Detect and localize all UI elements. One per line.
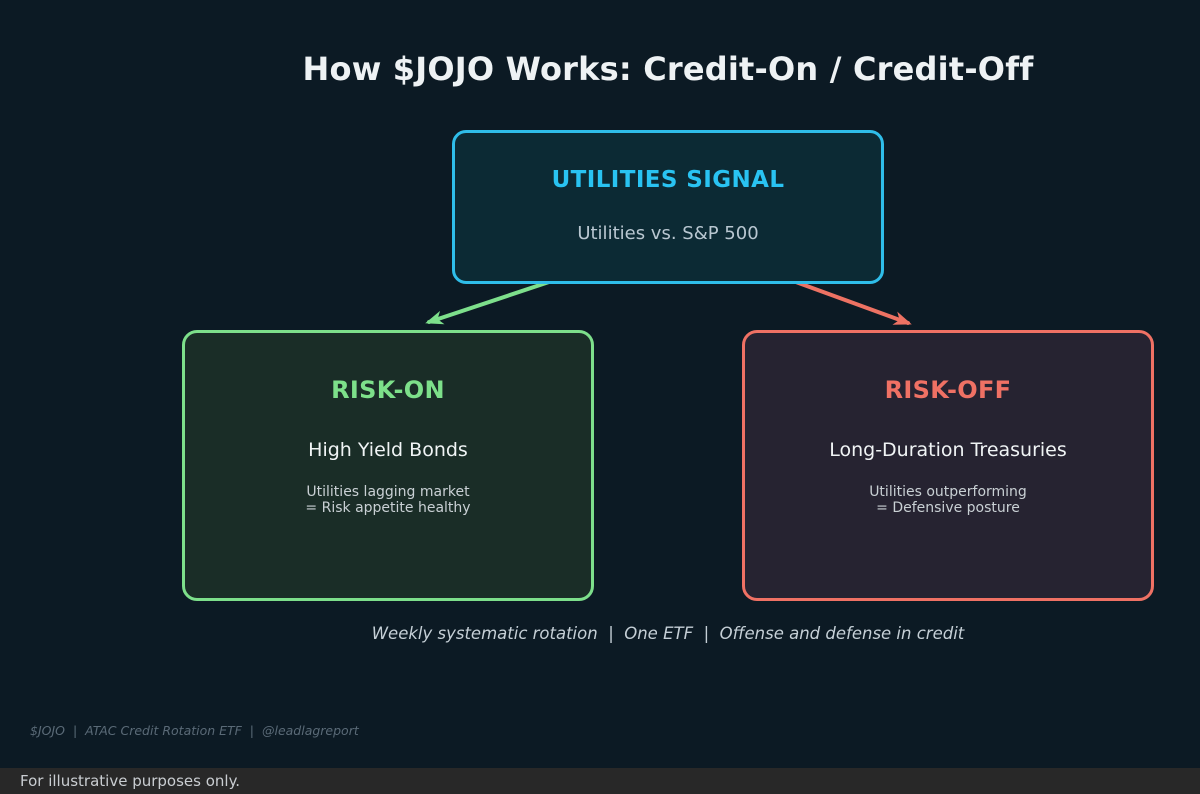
risk-on-heading: RISK-ON xyxy=(331,376,445,404)
utilities-signal-subtext: Utilities vs. S&P 500 xyxy=(577,223,759,244)
page-title: How $JOJO Works: Credit-On / Credit-Off xyxy=(302,50,1034,88)
credit-line: $JOJO | ATAC Credit Rotation ETF | @lead… xyxy=(30,723,359,738)
risk-on-condition-line2: = Risk appetite healthy xyxy=(305,499,471,516)
risk-on-condition-line1: Utilities lagging market xyxy=(306,484,470,500)
utilities-signal-box: UTILITIES SIGNAL Utilities vs. S&P 500 xyxy=(452,130,884,284)
risk-off-condition-line2: = Defensive posture xyxy=(876,499,1020,516)
utilities-signal-heading: UTILITIES SIGNAL xyxy=(551,167,785,193)
risk-off-condition: Utilities outperforming = Defensive post… xyxy=(745,484,1151,516)
risk-on-box: RISK-ON High Yield Bonds Utilities laggi… xyxy=(182,330,594,601)
risk-off-box: RISK-OFF Long-Duration Treasuries Utilit… xyxy=(742,330,1154,601)
risk-on-asset: High Yield Bonds xyxy=(308,439,468,461)
risk-off-asset: Long-Duration Treasuries xyxy=(829,439,1067,461)
disclaimer-text: For illustrative purposes only. xyxy=(20,772,241,790)
risk-off-condition-line1: Utilities outperforming xyxy=(869,484,1027,500)
risk-off-heading: RISK-OFF xyxy=(884,376,1012,404)
disclaimer-bar: For illustrative purposes only. xyxy=(0,768,1200,794)
tagline: Weekly systematic rotation | One ETF | O… xyxy=(371,624,965,643)
risk-on-condition: Utilities lagging market = Risk appetite… xyxy=(185,484,591,516)
